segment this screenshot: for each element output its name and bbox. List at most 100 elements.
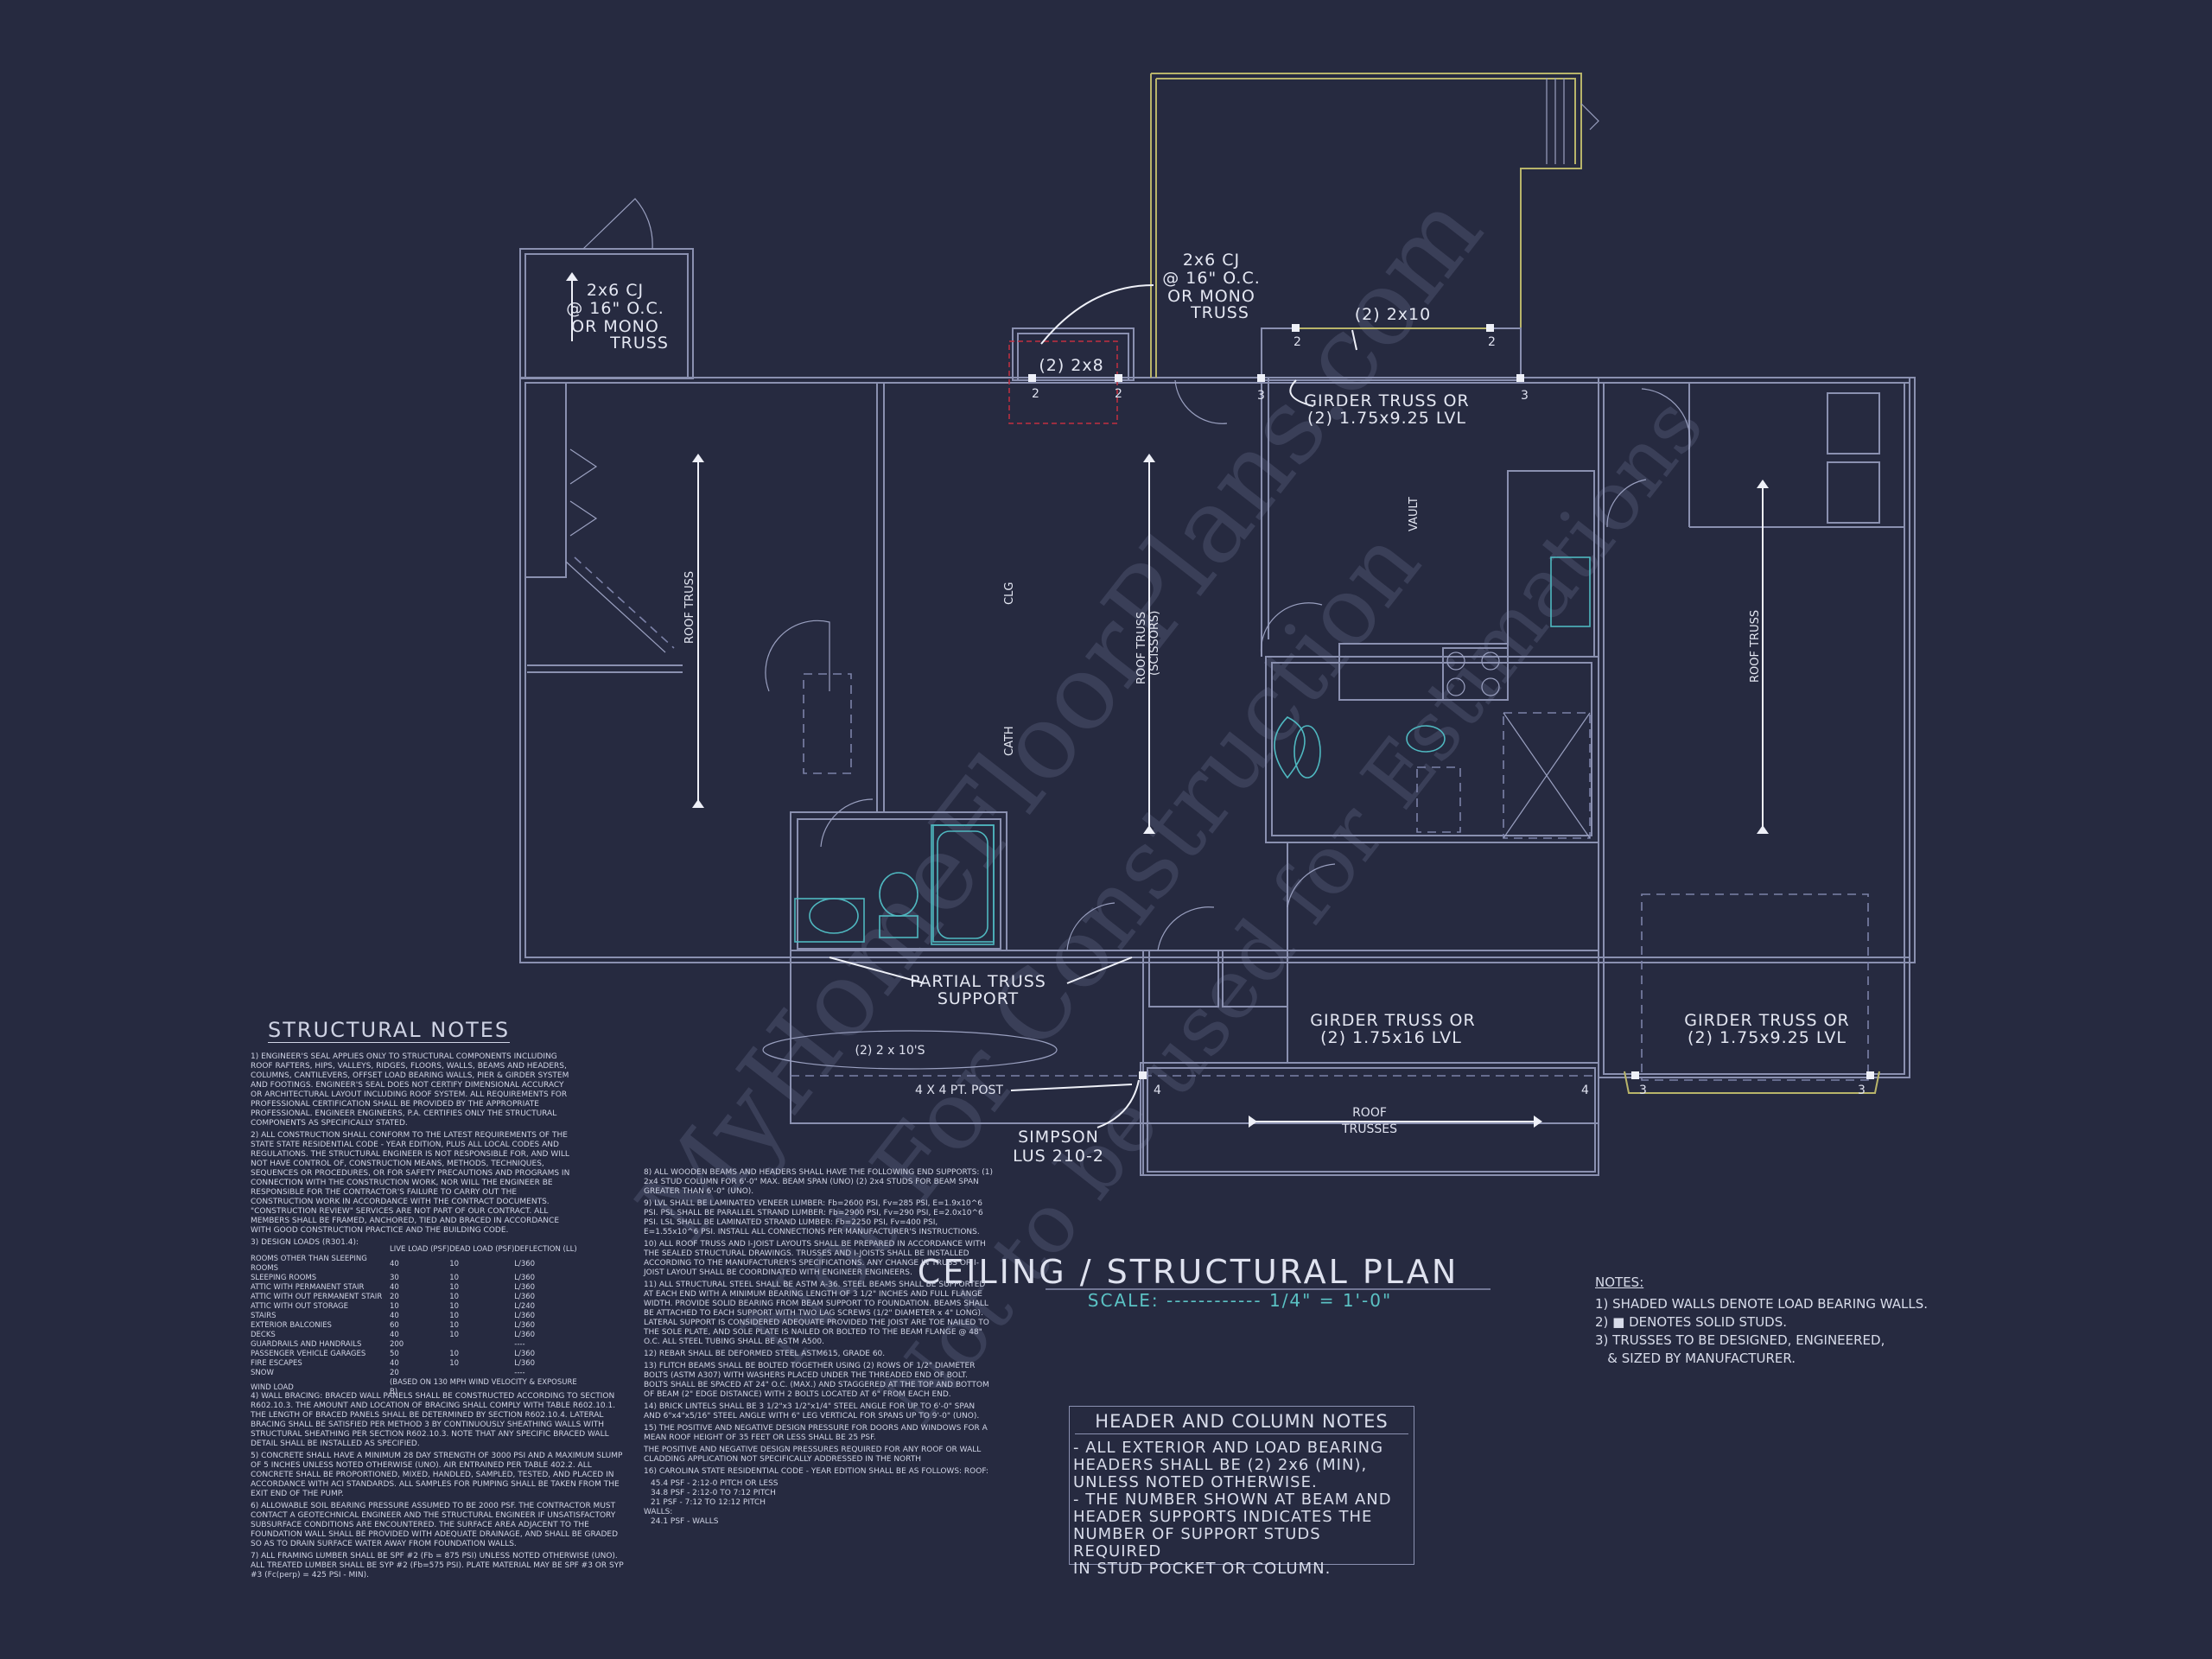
structural-note-12: 12) REBAR SHALL BE DEFORMED STEEL ASTM61… <box>644 1350 886 1358</box>
loads-cell: L/360 <box>514 1293 536 1301</box>
loads-cell: WIND LOAD <box>251 1382 294 1392</box>
watermark-line-1: MyHomeFloorPlans.com <box>615 172 1506 1265</box>
structural-note-16: 16) CAROLINA STATE RESIDENTIAL CODE - YE… <box>644 1467 988 1476</box>
label-header-2x10b: (2) 2 x 10'S <box>855 1044 925 1058</box>
header-column-notes-box: HEADER AND COLUMN NOTES - ALL EXTERIOR A… <box>1069 1406 1414 1578</box>
drawing-scale: SCALE: ------------ 1/4" = 1'-0" <box>1088 1290 1392 1311</box>
label-girder-top-1: GIRDER TRUSS OR <box>1304 391 1469 410</box>
loads-cell: 20 <box>389 1369 399 1377</box>
loads-cell: EXTERIOR BALCONIES <box>251 1321 332 1330</box>
loads-cell <box>449 1340 514 1350</box>
structural-note-14: 14) BRICK LINTELS SHALL BE 3 1/2"x3 1/2"… <box>644 1402 980 1421</box>
loads-cell: ATTIC WITH OUT STORAGE <box>251 1302 348 1311</box>
loads-cell: ---- <box>514 1369 525 1377</box>
plan-labels: 2x6 CJ @ 16" O.C. OR MONO TRUSS 2x6 CJ @… <box>566 251 1866 1166</box>
loads-cell: 10 <box>449 1283 460 1292</box>
loads-header-cell: LIVE LOAD (PSF) <box>389 1245 450 1254</box>
loads-cell: 10 <box>449 1359 460 1368</box>
structural-note-3: 3) DESIGN LOADS (R301.4): <box>251 1238 359 1247</box>
loads-cell: 10 <box>449 1293 460 1301</box>
header-column-notes-title: HEADER AND COLUMN NOTES <box>1095 1411 1389 1432</box>
structural-notes-title: STRUCTURAL NOTES <box>268 1018 511 1043</box>
loads-cell: 10 <box>449 1259 460 1268</box>
loads-row: WIND LOAD (BASED ON 130 MPH WIND VELOCITY… <box>251 1378 579 1397</box>
span-arrows <box>566 272 1769 1128</box>
general-note-line: & SIZED BY MANUFACTURER. <box>1595 1351 1796 1366</box>
label-roof-trusses-2: TRUSSES <box>1341 1122 1397 1136</box>
structural-notes-column-2: 8) ALL WOODEN BEAMS AND HEADERS SHALL HA… <box>644 1168 994 1527</box>
loads-cell: 10 <box>449 1274 460 1282</box>
stud-count-7: 4 <box>1154 1084 1161 1097</box>
loads-cell: L/360 <box>514 1321 536 1330</box>
loads-cell: L/240 <box>514 1302 536 1311</box>
loads-cell: ATTIC WITH PERMANENT STAIR <box>251 1283 365 1292</box>
loads-cell: ATTIC WITH OUT PERMANENT STAIR <box>251 1293 383 1301</box>
label-clg: CLG <box>1003 582 1016 605</box>
loads-cell: 40 <box>389 1283 399 1292</box>
loads-row: ATTIC WITH PERMANENT STAIR 40 10 L/360 <box>251 1283 579 1293</box>
loads-cell: 40 <box>389 1331 399 1339</box>
label-roof-trusses-1: ROOF <box>1352 1106 1387 1120</box>
structural-note-16-roof-1: 45.4 PSF - 2:12-0 PITCH OR LESS <box>651 1479 779 1488</box>
label-cj-mid-2: @ 16" O.C. <box>1162 269 1261 288</box>
header-note-line: HEADERS SHALL BE (2) 2x6 (MIN), <box>1073 1456 1368 1474</box>
label-header-2x10: (2) 2x10 <box>1355 305 1431 324</box>
loads-cell: 60 <box>389 1321 399 1330</box>
loads-cell: 10 <box>449 1312 460 1320</box>
stud-count-4: 2 <box>1488 335 1496 349</box>
label-simpson-2: LUS 210-2 <box>1013 1147 1104 1166</box>
label-girder-mid-1: GIRDER TRUSS OR <box>1310 1011 1475 1030</box>
loads-cell: 200 <box>389 1340 404 1349</box>
structural-note-15: 15) THE POSITIVE AND NEGATIVE DESIGN PRE… <box>644 1424 990 1442</box>
label-girder-top-2: (2) 1.75x9.25 LVL <box>1307 409 1466 428</box>
loads-cell: L/360 <box>514 1259 536 1268</box>
label-girder-right-2: (2) 1.75x9.25 LVL <box>1688 1028 1847 1047</box>
loads-cell: L/360 <box>514 1283 536 1292</box>
label-cj-mid-4: TRUSS <box>1190 303 1249 322</box>
loads-cell: (BASED ON 130 MPH WIND VELOCITY & EXPOSU… <box>389 1378 577 1396</box>
stud-count-10: 3 <box>1858 1084 1866 1097</box>
stud-count-5: 3 <box>1257 389 1265 403</box>
loads-header-row: LIVE LOAD (PSF) DEAD LOAD (PSF) DEFLECTI… <box>251 1245 579 1255</box>
label-girder-mid-2: (2) 1.75x16 LVL <box>1320 1028 1462 1047</box>
label-simpson-1: SIMPSON <box>1018 1128 1099 1147</box>
door-swings <box>565 198 1691 951</box>
label-girder-right-1: GIRDER TRUSS OR <box>1684 1011 1849 1030</box>
loads-header-cell <box>251 1245 390 1255</box>
loads-cell: FIRE ESCAPES <box>251 1359 302 1368</box>
loads-cell: STAIRS <box>251 1312 276 1320</box>
label-roof-truss-scissors-1: ROOF TRUSS <box>1135 612 1148 684</box>
structural-note-16-walls-1: 24.1 PSF - WALLS <box>651 1517 719 1526</box>
structural-notes-title-text: STRUCTURAL NOTES <box>268 1018 511 1043</box>
loads-cell: GUARDRAILS AND HANDRAILS <box>251 1340 362 1349</box>
design-loads-table: LIVE LOAD (PSF) DEAD LOAD (PSF) DEFLECTI… <box>251 1245 579 1397</box>
label-header-2x8: (2) 2x8 <box>1039 356 1103 375</box>
label-roof-truss-scissors-2: (SCISSORS) <box>1148 611 1161 676</box>
loads-cell: L/360 <box>514 1359 536 1368</box>
loads-cell: 10 <box>449 1350 460 1358</box>
label-post: 4 X 4 PT. POST <box>915 1084 1003 1097</box>
structural-note-16-roof-2: 34.8 PSF - 2:12-0 TO 7:12 PITCH <box>651 1489 776 1497</box>
header-note-line: - ALL EXTERIOR AND LOAD BEARING <box>1073 1439 1384 1457</box>
header-note-line: - THE NUMBER SHOWN AT BEAM AND <box>1073 1491 1392 1509</box>
structural-note-13: 13) FLITCH BEAMS SHALL BE BOLTED TOGETHE… <box>644 1362 992 1399</box>
label-partial-truss-2: SUPPORT <box>938 989 1019 1008</box>
loads-cell: PASSENGER VEHICLE GARAGES <box>251 1350 366 1358</box>
general-note-line: 1) SHADED WALLS DENOTE LOAD BEARING WALL… <box>1595 1296 1929 1312</box>
loads-cell <box>449 1369 514 1378</box>
label-roof-truss-left: ROOF TRUSS <box>683 571 696 644</box>
structural-note-4: 4) WALL BRACING: BRACED WALL PANELS SHAL… <box>251 1392 618 1448</box>
structural-note-11: 11) ALL STRUCTURAL STEEL SHALL BE ASTM A… <box>644 1281 992 1346</box>
general-notes: NOTES: 1) SHADED WALLS DENOTE LOAD BEARI… <box>1595 1274 1928 1368</box>
stud-count-9: 3 <box>1639 1084 1647 1097</box>
loads-cell: 40 <box>389 1359 399 1368</box>
loads-cell: SNOW <box>251 1369 274 1377</box>
loads-cell: 30 <box>389 1274 399 1282</box>
